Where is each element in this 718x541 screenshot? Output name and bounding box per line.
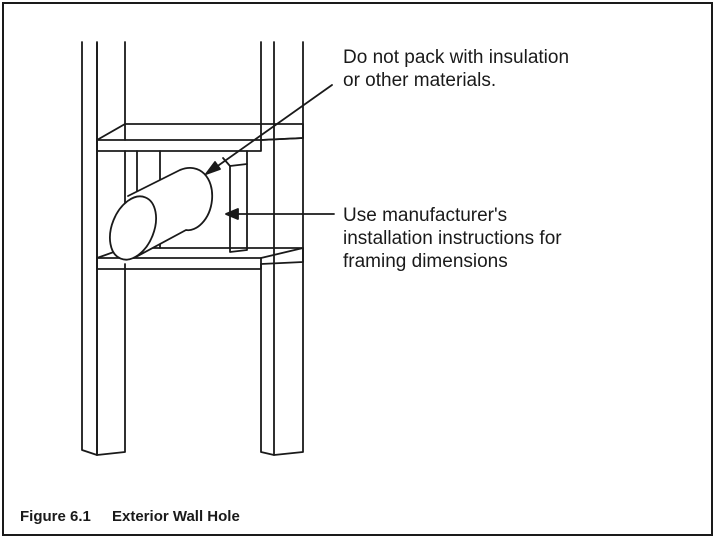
figure-caption: Figure 6.1 Exterior Wall Hole	[20, 508, 240, 525]
top-header	[96, 123, 304, 152]
figure-number: Figure 6.1	[20, 508, 91, 525]
leader-arrows	[205, 84, 335, 220]
figure-title: Exterior Wall Hole	[112, 508, 240, 525]
packing-callout: Do not pack with insulation or other mat…	[343, 47, 570, 91]
vent-pipe	[109, 167, 213, 261]
figure-frame	[2, 2, 713, 536]
framing-callout: Use manufacturer's installation instruct…	[343, 205, 562, 272]
